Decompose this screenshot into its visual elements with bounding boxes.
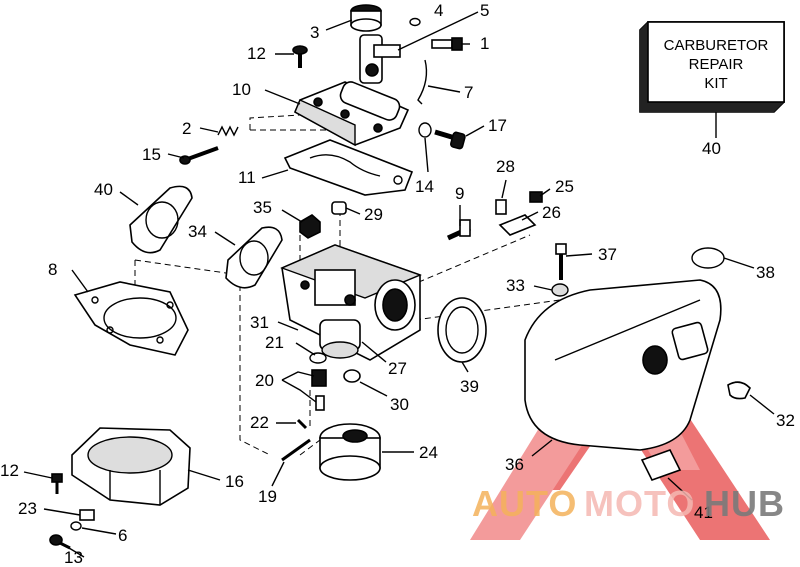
part-bolt-37: [555, 243, 567, 280]
label-10: 10: [232, 80, 251, 99]
part-float-bowl-16: [71, 427, 191, 506]
part-float-pin-19: [281, 438, 311, 462]
part-nut-33: [551, 283, 569, 297]
label-16: 16: [225, 472, 244, 491]
part-clip-7: [417, 59, 428, 105]
label-9: 9: [455, 184, 464, 203]
part-gasket-21: [309, 352, 327, 364]
watermark-hub: HUB: [704, 483, 785, 524]
label-24: 24: [419, 443, 438, 462]
label-12-top: 12: [247, 44, 266, 63]
watermark-auto: AUTO: [472, 483, 577, 524]
kit-box-line-2: REPAIR: [689, 56, 744, 73]
part-oring-30: [343, 369, 361, 383]
part-plug-35: [299, 214, 321, 239]
carburetor-repair-kit-box: CARBURETOR REPAIR KIT: [639, 21, 785, 138]
label-34: 34: [188, 222, 207, 241]
label-14: 14: [415, 177, 434, 196]
part-gasket-11: [283, 139, 414, 196]
label-1: 1: [480, 34, 489, 53]
label-11: 11: [238, 168, 256, 187]
label-30: 30: [390, 395, 409, 414]
label-27: 27: [388, 359, 407, 378]
part-clip-26: [498, 214, 537, 236]
label-31: 31: [250, 313, 269, 332]
label-29: 29: [364, 205, 383, 224]
part-oring-4: [409, 17, 421, 27]
watermark-moto: MOTO: [584, 483, 695, 524]
label-40: 40: [94, 180, 113, 199]
label-20: 20: [255, 371, 274, 390]
part-carburetor-body: [280, 244, 422, 361]
part-screw-25: [529, 191, 543, 203]
part-jet-20: [311, 369, 327, 411]
part-screw-12-bottom: [51, 473, 63, 494]
part-needle-valve-9: [446, 219, 472, 241]
label-32: 32: [776, 411, 795, 430]
part-bushing-28: [495, 199, 507, 215]
label-19: 19: [258, 487, 277, 506]
part-spring-2: [217, 125, 239, 137]
part-washer-6: [70, 521, 82, 531]
part-gasket-39: [437, 297, 487, 363]
part-cap-3: [350, 4, 382, 32]
label-15: 15: [142, 145, 161, 164]
label-13: 13: [64, 548, 83, 567]
part-washer-14: [418, 122, 432, 138]
part-clamp-38: [691, 247, 725, 269]
label-21: 21: [265, 333, 284, 352]
part-float-chamber-cover-10: [293, 81, 410, 147]
label-39: 39: [460, 377, 479, 396]
part-gasket-40: [129, 185, 193, 254]
part-gasket-34: [225, 226, 283, 289]
label-40-kit: 40: [702, 139, 721, 158]
callout-leader-lines: [23, 11, 775, 558]
label-17: 17: [488, 116, 507, 135]
part-screw-1: [431, 37, 463, 51]
part-needle-15: [179, 146, 219, 165]
label-25: 25: [555, 177, 574, 196]
part-float-24: [319, 423, 381, 481]
part-plug-32: [727, 381, 751, 400]
label-7: 7: [464, 83, 473, 102]
label-8: 8: [48, 260, 57, 279]
kit-box-line-1: CARBURETOR: [664, 37, 769, 54]
label-37: 37: [598, 245, 617, 264]
label-2: 2: [182, 119, 191, 138]
label-12-bottom: 12: [0, 461, 19, 480]
label-23: 23: [18, 499, 37, 518]
label-41: 41: [694, 503, 713, 522]
label-22: 22: [250, 413, 269, 432]
part-label-41: [640, 449, 682, 481]
part-pin-22: [296, 418, 308, 430]
label-36: 36: [505, 455, 524, 474]
label-33: 33: [506, 276, 525, 295]
label-28: 28: [496, 157, 515, 176]
part-silencer-36: [524, 279, 722, 451]
label-3: 3: [310, 23, 319, 42]
part-screw-17: [434, 129, 466, 150]
label-38: 38: [756, 263, 775, 282]
kit-box-line-3: KIT: [704, 75, 727, 92]
part-gasket-8: [73, 281, 189, 356]
part-screw-23: [79, 509, 95, 521]
part-fitting-29: [331, 201, 347, 215]
label-5: 5: [480, 1, 489, 20]
label-4: 4: [434, 1, 443, 20]
part-fitting-5: [359, 34, 401, 84]
label-26: 26: [542, 203, 561, 222]
label-6: 6: [118, 526, 127, 545]
label-35: 35: [253, 198, 272, 217]
watermark-automotohub: AUTO MOTO HUB: [472, 483, 785, 524]
part-screw-12-top: [292, 45, 308, 68]
